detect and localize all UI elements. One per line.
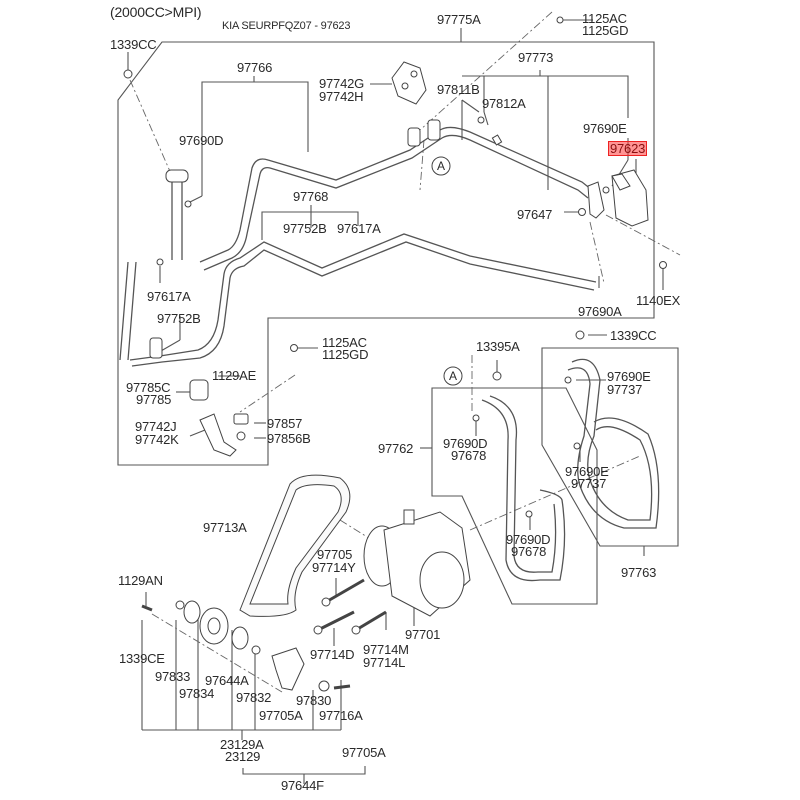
callout-1125gd-top[interactable]: 1125GD (582, 23, 629, 38)
callout-97690e-r1[interactable]: 97690E (607, 369, 651, 384)
callout-97742g[interactable]: 97742G (319, 76, 365, 91)
callout-97830[interactable]: 97830 (296, 693, 332, 708)
callout-97714y[interactable]: 97714Y (312, 560, 356, 575)
hose-97763 (571, 358, 653, 521)
callout-97714d[interactable]: 97714D (310, 647, 355, 662)
callout-97644f[interactable]: 97644F (281, 778, 324, 793)
callout-97701[interactable]: 97701 (405, 627, 441, 642)
callout-1129ae[interactable]: 1129AE (212, 368, 257, 383)
callout-23129[interactable]: 23129 (225, 749, 261, 764)
frame-97775a (117, 41, 655, 466)
part-97690d-fitting (165, 169, 189, 183)
part-97834-washer (183, 600, 201, 624)
callout-97647[interactable]: 97647 (517, 207, 553, 222)
pipe-97768 (129, 233, 597, 361)
callout-97742h[interactable]: 97742H (319, 89, 364, 104)
callout-97690e-top[interactable]: 97690E (583, 121, 627, 136)
callout-97690d-mid2[interactable]: 97690D (506, 532, 551, 547)
part-97752b-switch (149, 337, 163, 359)
callout-97678-mid2[interactable]: 97678 (511, 544, 547, 559)
callout-13395a[interactable]: 13395A (476, 339, 520, 354)
callout-97690e-r2[interactable]: 97690E (565, 464, 609, 479)
callout-97742j[interactable]: 97742J (135, 419, 177, 434)
hose-97762 (481, 399, 566, 582)
part-97701-compressor (363, 509, 471, 617)
callout-97713a[interactable]: 97713A (203, 520, 247, 535)
part-97832-tensioner (271, 647, 305, 691)
view-marker-a-top-label: A (437, 159, 445, 173)
view-marker-a-mid (443, 366, 463, 386)
part-bolt-97714m (355, 610, 387, 632)
callout-97762[interactable]: 97762 (378, 441, 414, 456)
callout-1125ac-mid[interactable]: 1125AC (322, 335, 367, 350)
callout-97678-mid1[interactable]: 97678 (451, 448, 487, 463)
callout-23129a[interactable]: 23129A (220, 737, 264, 752)
callout-97856b[interactable]: 97856B (267, 431, 311, 446)
callout-1129an[interactable]: 1129AN (118, 573, 163, 588)
callout-97644a[interactable]: 97644A (205, 673, 249, 688)
part-97785-clamp (189, 379, 209, 401)
hose-97690d (171, 176, 183, 260)
callout-97714m[interactable]: 97714M (363, 642, 409, 657)
callout-97690a[interactable]: 97690A (578, 304, 622, 319)
callout-97832[interactable]: 97832 (236, 690, 272, 705)
bracket-97766 (201, 81, 309, 160)
callout-97690d-mid1[interactable]: 97690D (443, 436, 488, 451)
callout-97742k[interactable]: 97742K (135, 432, 179, 447)
callout-97857[interactable]: 97857 (267, 416, 303, 431)
catalog-title: KIA SEURPFQZ07 - 97623 (222, 20, 351, 32)
hose-97752b (119, 261, 137, 361)
part-bolt-1129an (141, 604, 153, 612)
bracket-97773 (461, 70, 629, 190)
callout-97737-r2[interactable]: 97737 (571, 476, 607, 491)
callout-97705a-bottom[interactable]: 97705A (342, 745, 386, 760)
callout-1339ce[interactable]: 1339CE (119, 651, 165, 666)
callout-1125ac-top[interactable]: 1125AC (582, 11, 627, 26)
callout-97785[interactable]: 97785 (136, 392, 172, 407)
part-bolt-97714y (325, 578, 365, 604)
part-97742j-bracket (199, 413, 237, 457)
callout-97785c[interactable]: 97785C (126, 380, 171, 395)
part-97644a-washer (231, 626, 249, 650)
callout-97752b-top[interactable]: 97752B (283, 221, 327, 236)
part-97742g-bracket (391, 61, 427, 105)
callout-97617a-top[interactable]: 97617A (337, 221, 381, 236)
callout-1339cc-top[interactable]: 1339CC (110, 37, 157, 52)
part-97647-bracket (587, 181, 605, 219)
callout-97714l[interactable]: 97714L (363, 655, 406, 670)
callout-97773[interactable]: 97773 (518, 50, 554, 65)
callout-97775a[interactable]: 97775A (437, 12, 481, 27)
callout-97768[interactable]: 97768 (293, 189, 329, 204)
callout-97766[interactable]: 97766 (237, 60, 273, 75)
callout-97705a-low[interactable]: 97705A (259, 708, 303, 723)
frame-97763 (541, 347, 679, 547)
callout-97833[interactable]: 97833 (155, 669, 191, 684)
callout-97752b-left[interactable]: 97752B (157, 311, 201, 326)
bracket-23129 (141, 612, 342, 740)
callout-1140ex[interactable]: 1140EX (636, 293, 681, 308)
callout-97716a[interactable]: 97716A (319, 708, 363, 723)
view-marker-a-mid-label: A (449, 369, 457, 383)
part-fitting-flange (407, 127, 421, 147)
engine-note: (2000CC>MPI) (110, 4, 202, 20)
frame-97762 (431, 387, 598, 605)
callout-97623-highlighted[interactable]: 97623 (608, 141, 648, 156)
callout-97737-r1[interactable]: 97737 (607, 382, 643, 397)
pipe-97766 (199, 126, 593, 263)
callout-97617a-left[interactable]: 97617A (147, 289, 191, 304)
bracket-97644f (242, 766, 366, 784)
callout-97811b[interactable]: 97811B (437, 82, 480, 97)
part-bolt-97714d (317, 610, 355, 632)
callout-97763[interactable]: 97763 (621, 565, 657, 580)
callout-97690d-top[interactable]: 97690D (179, 133, 224, 148)
bracket-97768 (261, 205, 359, 240)
callout-1339cc-right[interactable]: 1339CC (610, 328, 657, 343)
callout-97834[interactable]: 97834 (179, 686, 215, 701)
callout-97812a[interactable]: 97812A (482, 96, 526, 111)
view-marker-a-top (431, 156, 451, 176)
callout-97705-bolt[interactable]: 97705 (317, 547, 353, 562)
callout-1125gd-mid[interactable]: 1125GD (322, 347, 369, 362)
